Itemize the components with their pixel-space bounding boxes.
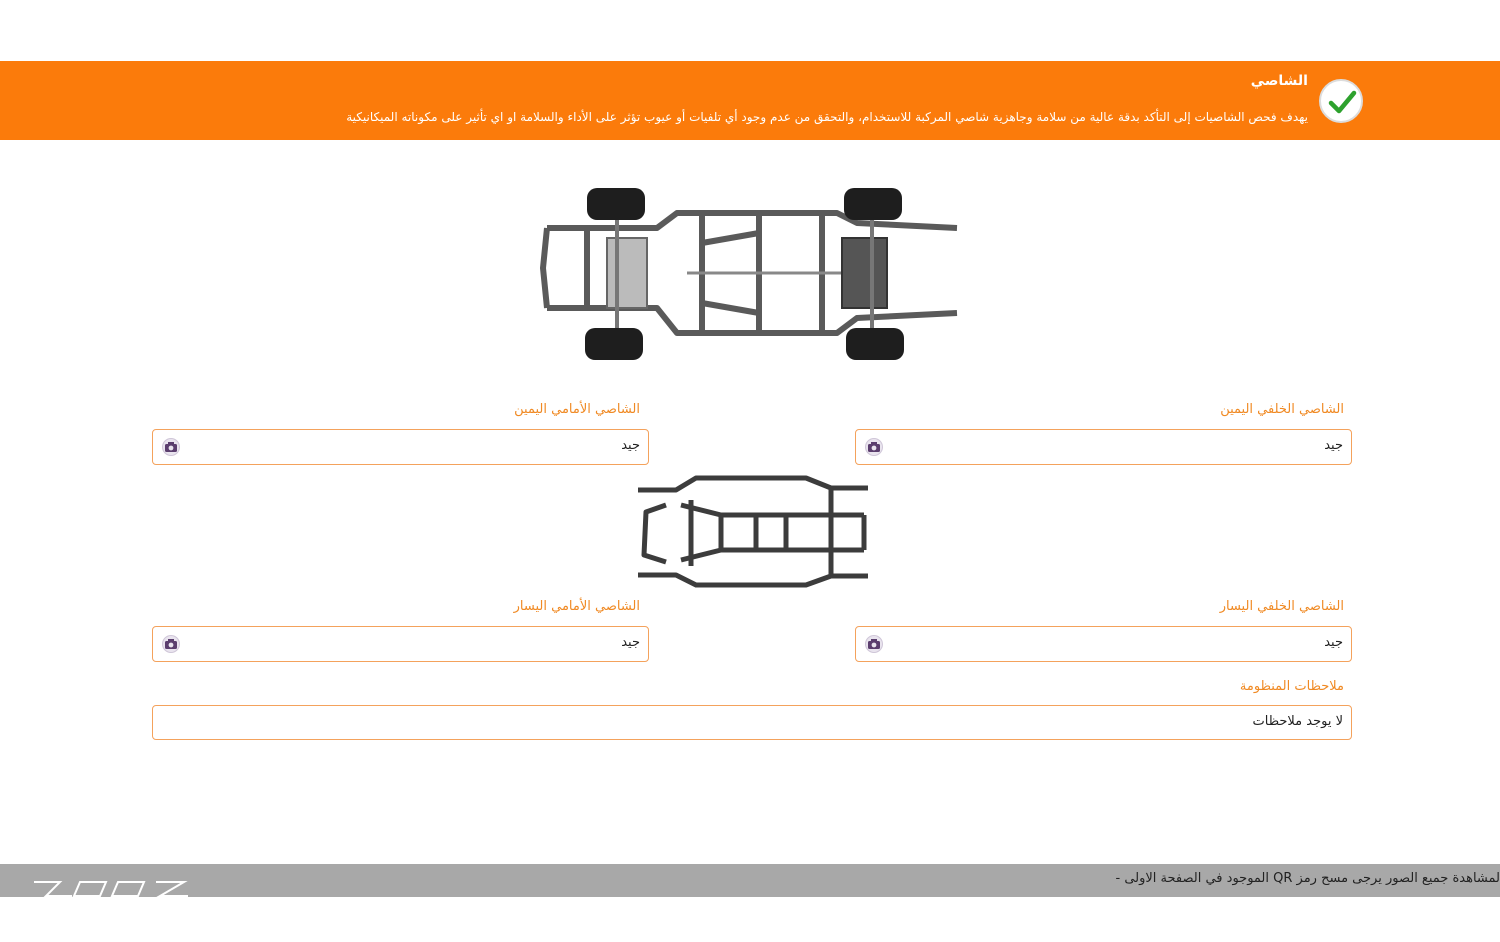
notes-field[interactable]: لا يوجد ملاحظات <box>152 705 1352 740</box>
front-right-field[interactable]: جيد <box>152 429 649 465</box>
chassis-top-view-image <box>540 188 958 360</box>
front-right-label: الشاصي الأمامي اليمين <box>514 402 640 417</box>
field-value: جيد <box>1324 438 1343 453</box>
camera-icon[interactable] <box>162 635 180 653</box>
brand-logo <box>34 881 188 897</box>
section-title: الشاصي <box>1250 73 1308 89</box>
notes-label: ملاحظات المنظومة <box>1239 679 1344 694</box>
footer-bar <box>0 864 1500 897</box>
section-description: يهدف فحص الشاصيات إلى التأكد بدقة عالية … <box>346 110 1308 124</box>
chassis-frame-image <box>638 475 868 588</box>
rear-right-field[interactable]: جيد <box>855 429 1352 465</box>
field-value: جيد <box>621 635 640 650</box>
rear-right-label: الشاصي الخلفي اليمين <box>1220 402 1344 417</box>
rear-left-label: الشاصي الخلفي اليسار <box>1219 599 1344 614</box>
check-icon <box>1319 79 1363 123</box>
front-left-field[interactable]: جيد <box>152 626 649 662</box>
rear-left-field[interactable]: جيد <box>855 626 1352 662</box>
field-value: جيد <box>621 438 640 453</box>
camera-icon[interactable] <box>865 438 883 456</box>
footer-note: لمشاهدة جميع الصور يرجى مسح رمز QR الموج… <box>1115 871 1500 886</box>
front-left-label: الشاصي الأمامي اليسار <box>513 599 640 614</box>
camera-icon[interactable] <box>865 635 883 653</box>
camera-icon[interactable] <box>162 438 180 456</box>
field-value: جيد <box>1324 635 1343 650</box>
notes-value: لا يوجد ملاحظات <box>1252 714 1344 729</box>
section-header-banner <box>0 61 1500 140</box>
